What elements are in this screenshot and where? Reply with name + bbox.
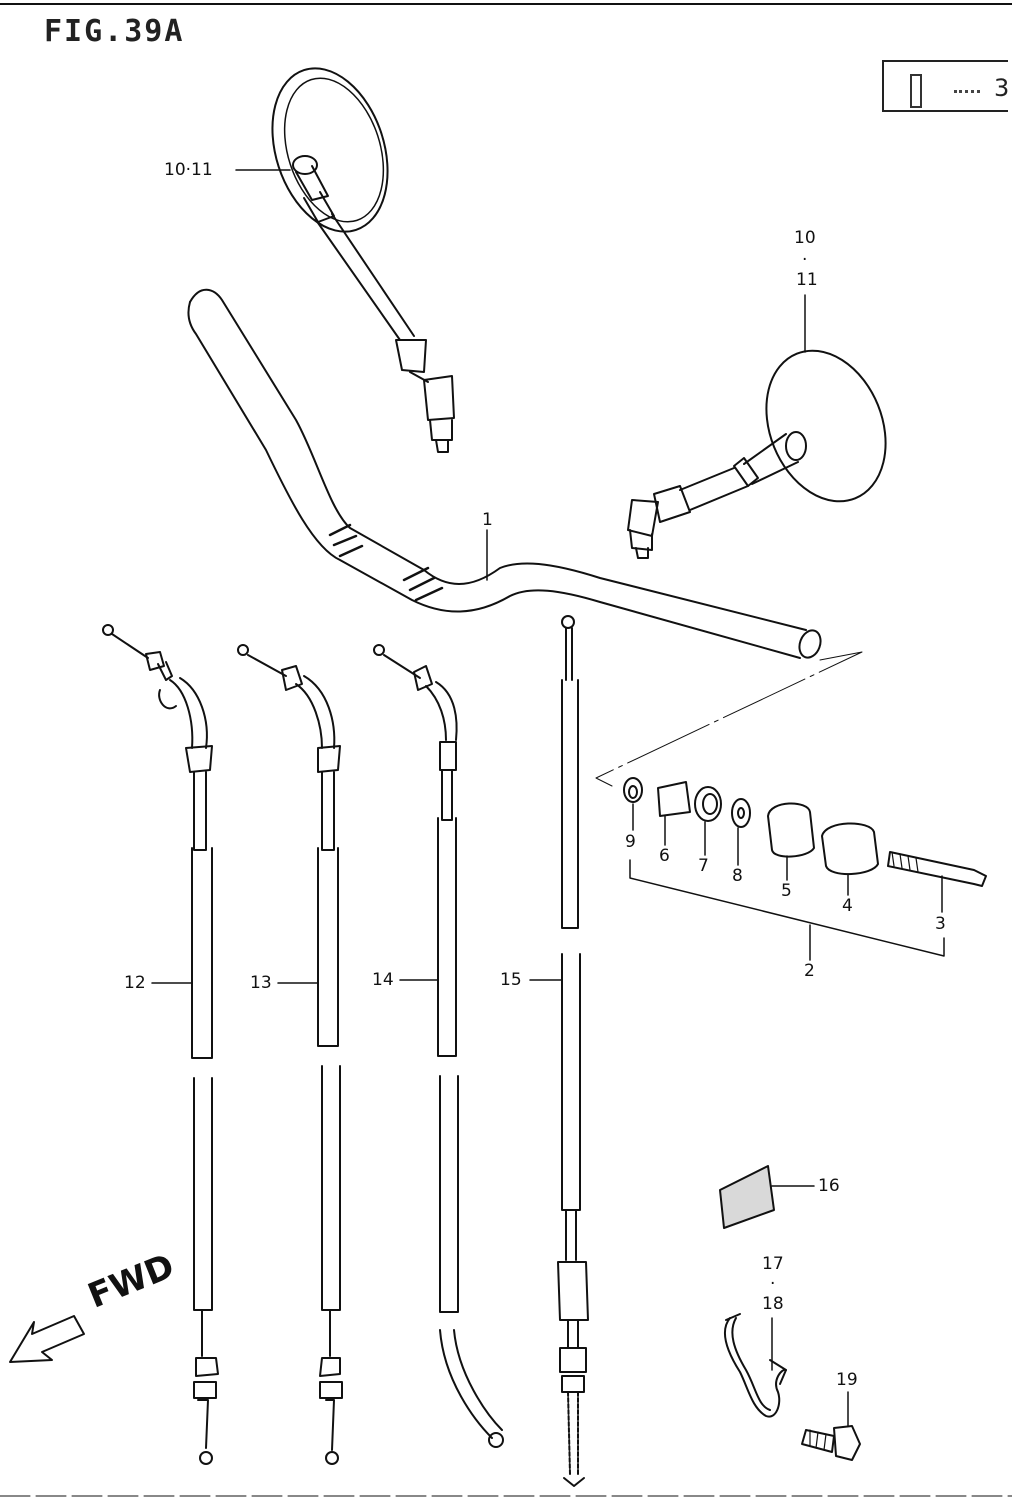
part-5	[767, 802, 815, 858]
callout-4: 4	[842, 896, 853, 916]
callout-10-right: 10	[794, 228, 816, 248]
callout-dot-17-18: ·	[770, 1274, 776, 1294]
throttle-cable-12	[102, 624, 219, 1465]
callout-13: 13	[250, 973, 272, 993]
callout-11-right: 11	[796, 270, 818, 290]
callout-10-11-left: 10·11	[164, 160, 213, 180]
callout-15: 15	[500, 970, 522, 990]
callout-9: 9	[625, 832, 636, 852]
clutch-cable-15	[557, 615, 589, 1487]
callout-1: 1	[482, 510, 493, 530]
fwd-arrow-icon	[9, 1315, 85, 1363]
callout-7: 7	[698, 856, 709, 876]
callout-6: 6	[659, 846, 670, 866]
right-mirror	[627, 349, 887, 559]
model-code-text-mark	[954, 82, 980, 93]
part-4	[821, 822, 879, 876]
callout-3: 3	[935, 914, 946, 934]
part-3-bolt	[887, 851, 987, 887]
part-6	[657, 781, 691, 817]
model-code-box: 3	[882, 60, 1010, 112]
callout-14: 14	[372, 970, 394, 990]
part-19-bolt	[801, 1425, 861, 1461]
part-17-18-clamp	[724, 1313, 787, 1418]
callout-18: 18	[762, 1294, 784, 1314]
part-7	[694, 786, 722, 822]
balancer-assembly	[623, 777, 987, 887]
callout-16: 16	[818, 1176, 840, 1196]
part-9	[623, 777, 643, 803]
callout-2: 2	[804, 961, 815, 981]
throttle-cable-13	[237, 644, 343, 1465]
callout-8: 8	[732, 866, 743, 886]
part-16-label	[719, 1165, 775, 1229]
callout-12: 12	[124, 973, 146, 993]
callout-17: 17	[762, 1254, 784, 1274]
left-mirror	[271, 67, 455, 453]
model-code-glyph: 3	[994, 74, 1010, 102]
model-code-mark	[910, 74, 922, 108]
figure-title: FIG.39A	[44, 14, 185, 49]
part-8	[731, 798, 751, 828]
projection-lines	[595, 651, 863, 787]
callout-5: 5	[781, 881, 792, 901]
choke-cable-14	[373, 644, 504, 1448]
leaders-weight-parts	[629, 803, 945, 961]
callout-19: 19	[836, 1370, 858, 1390]
handlebar	[187, 288, 822, 659]
callout-dot-right: ·	[802, 250, 808, 270]
